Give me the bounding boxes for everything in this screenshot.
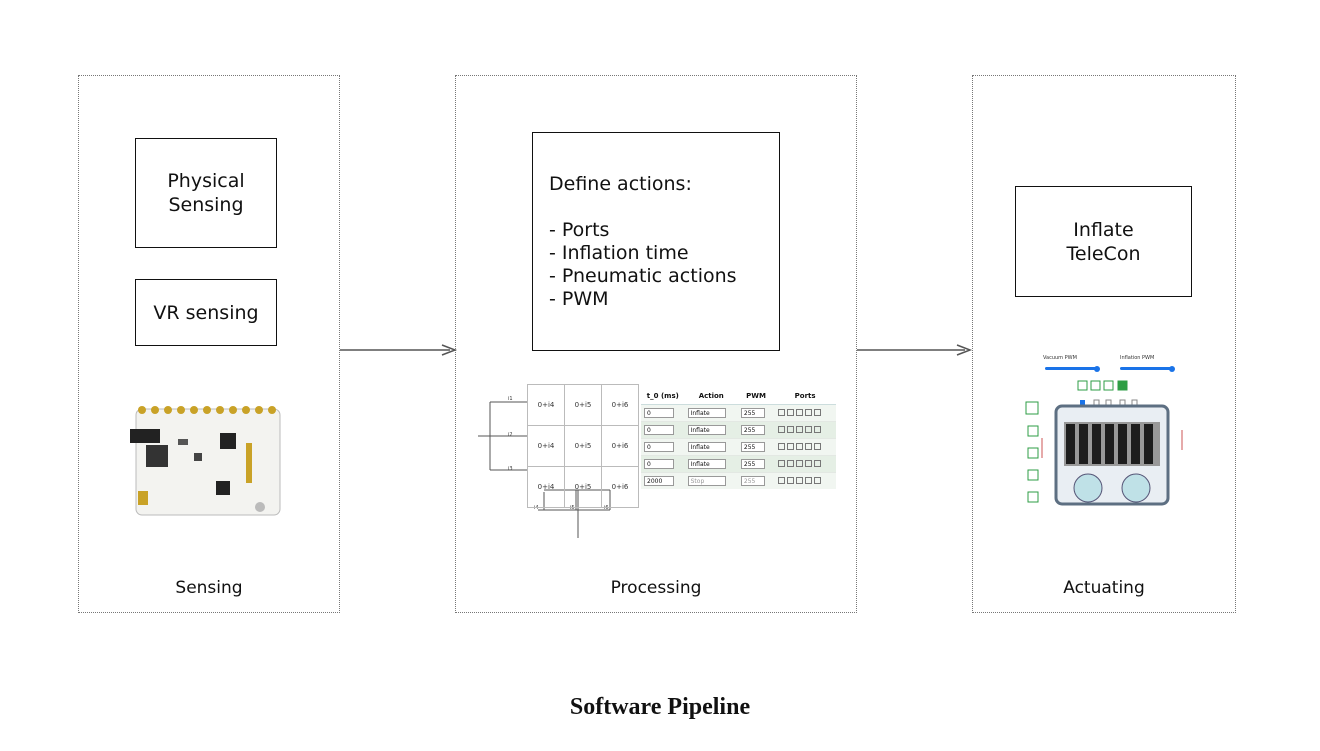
row-input-3: i3 bbox=[508, 466, 513, 472]
header-action: Action bbox=[684, 388, 738, 405]
header-time: t_0 (ms) bbox=[641, 388, 685, 405]
inflate-telecon-text: Inflate TeleCon bbox=[1066, 218, 1141, 265]
time-input[interactable]: 0 bbox=[644, 425, 674, 435]
row-input-2: i2 bbox=[508, 432, 513, 438]
pwm-input[interactable]: 255 bbox=[740, 442, 765, 452]
vr-sensing-box: VR sensing bbox=[135, 279, 277, 346]
grid-cell: 0+i4 bbox=[527, 384, 565, 426]
action-table: t_0 (ms) Action PWM Ports 0 Inflate 255 … bbox=[641, 388, 836, 489]
actuating-stage: Actuating bbox=[972, 75, 1236, 613]
grid-cell: 0+i5 bbox=[564, 425, 602, 467]
action-select[interactable]: Inflate bbox=[687, 459, 726, 469]
time-input[interactable]: 0 bbox=[644, 459, 674, 469]
pwm-input[interactable]: 255 bbox=[740, 425, 765, 435]
pwm-input[interactable]: 255 bbox=[740, 459, 765, 469]
ports-checkboxes[interactable] bbox=[774, 455, 836, 473]
pwm-input[interactable]: 255 bbox=[740, 408, 765, 418]
grid-cell: 0+i6 bbox=[601, 466, 639, 508]
table-row: 0 Inflate 255 bbox=[641, 455, 836, 473]
define-actions-text: Define actions: - Ports - Inflation time… bbox=[549, 172, 737, 310]
col-input-6: i6 bbox=[604, 505, 609, 511]
inflation-pwm-slider[interactable] bbox=[1120, 367, 1172, 370]
actuating-stage-label: Actuating bbox=[1063, 578, 1145, 598]
sensing-stage-label: Sensing bbox=[175, 578, 243, 598]
table-row: 0 Inflate 255 bbox=[641, 404, 836, 422]
grid-cell: 0+i4 bbox=[527, 425, 565, 467]
inflation-pwm-label: Inflation PWM bbox=[1120, 355, 1155, 361]
grid-cell: 0+i5 bbox=[564, 466, 602, 508]
processing-stage-label: Processing bbox=[610, 578, 702, 598]
action-select[interactable]: Stop bbox=[687, 476, 726, 486]
action-select[interactable]: Inflate bbox=[687, 425, 726, 435]
grid-cell: 0+i6 bbox=[601, 384, 639, 426]
action-select[interactable]: Inflate bbox=[687, 408, 726, 418]
telecon-device-image bbox=[1025, 380, 1183, 506]
ports-checkboxes[interactable] bbox=[774, 421, 836, 439]
grid-cell: 0+i4 bbox=[527, 466, 565, 508]
time-input[interactable]: 0 bbox=[644, 442, 674, 452]
sensing-stage: Sensing bbox=[78, 75, 340, 613]
table-row: 0 Inflate 255 bbox=[641, 421, 836, 439]
define-actions-box: Define actions: - Ports - Inflation time… bbox=[532, 132, 780, 351]
col-input-5: i5 bbox=[570, 505, 575, 511]
action-select[interactable]: Inflate bbox=[687, 442, 726, 452]
table-row: 0 Inflate 255 bbox=[641, 438, 836, 456]
processing-stage: Processing bbox=[455, 75, 857, 613]
header-ports: Ports bbox=[774, 388, 836, 405]
figure-caption: Software Pipeline bbox=[569, 694, 751, 720]
vr-sensing-text: VR sensing bbox=[153, 301, 259, 324]
ports-checkboxes[interactable] bbox=[774, 472, 836, 489]
grid-cell: 0+i5 bbox=[564, 384, 602, 426]
vacuum-pwm-label: Vacuum PWM bbox=[1043, 355, 1077, 361]
arrow-processing-to-actuating bbox=[857, 344, 973, 356]
time-input[interactable]: 2000 bbox=[644, 476, 674, 486]
inflation-pwm-knob[interactable] bbox=[1169, 366, 1175, 372]
ports-checkboxes[interactable] bbox=[774, 438, 836, 456]
sensor-board-image bbox=[130, 406, 281, 516]
header-pwm: PWM bbox=[737, 388, 775, 405]
vacuum-pwm-slider[interactable] bbox=[1045, 367, 1097, 370]
physical-sensing-text: Physical Sensing bbox=[167, 170, 245, 216]
pwm-input[interactable]: 255 bbox=[740, 476, 765, 486]
grid-cell: 0+i6 bbox=[601, 425, 639, 467]
col-input-4: i4 bbox=[534, 505, 539, 511]
physical-sensing-box: Physical Sensing bbox=[135, 138, 277, 248]
row-input-1: i1 bbox=[508, 396, 513, 402]
time-input[interactable]: 0 bbox=[644, 408, 674, 418]
ports-checkboxes[interactable] bbox=[774, 404, 836, 422]
arrow-sensing-to-processing bbox=[340, 344, 458, 356]
table-row: 2000 Stop 255 bbox=[641, 472, 836, 489]
circuit-grid-table: 0+i4 0+i5 0+i6 0+i4 0+i5 0+i6 0+i4 0+i5 … bbox=[527, 384, 639, 508]
inflate-telecon-box: Inflate TeleCon bbox=[1015, 186, 1192, 297]
vacuum-pwm-knob[interactable] bbox=[1094, 366, 1100, 372]
